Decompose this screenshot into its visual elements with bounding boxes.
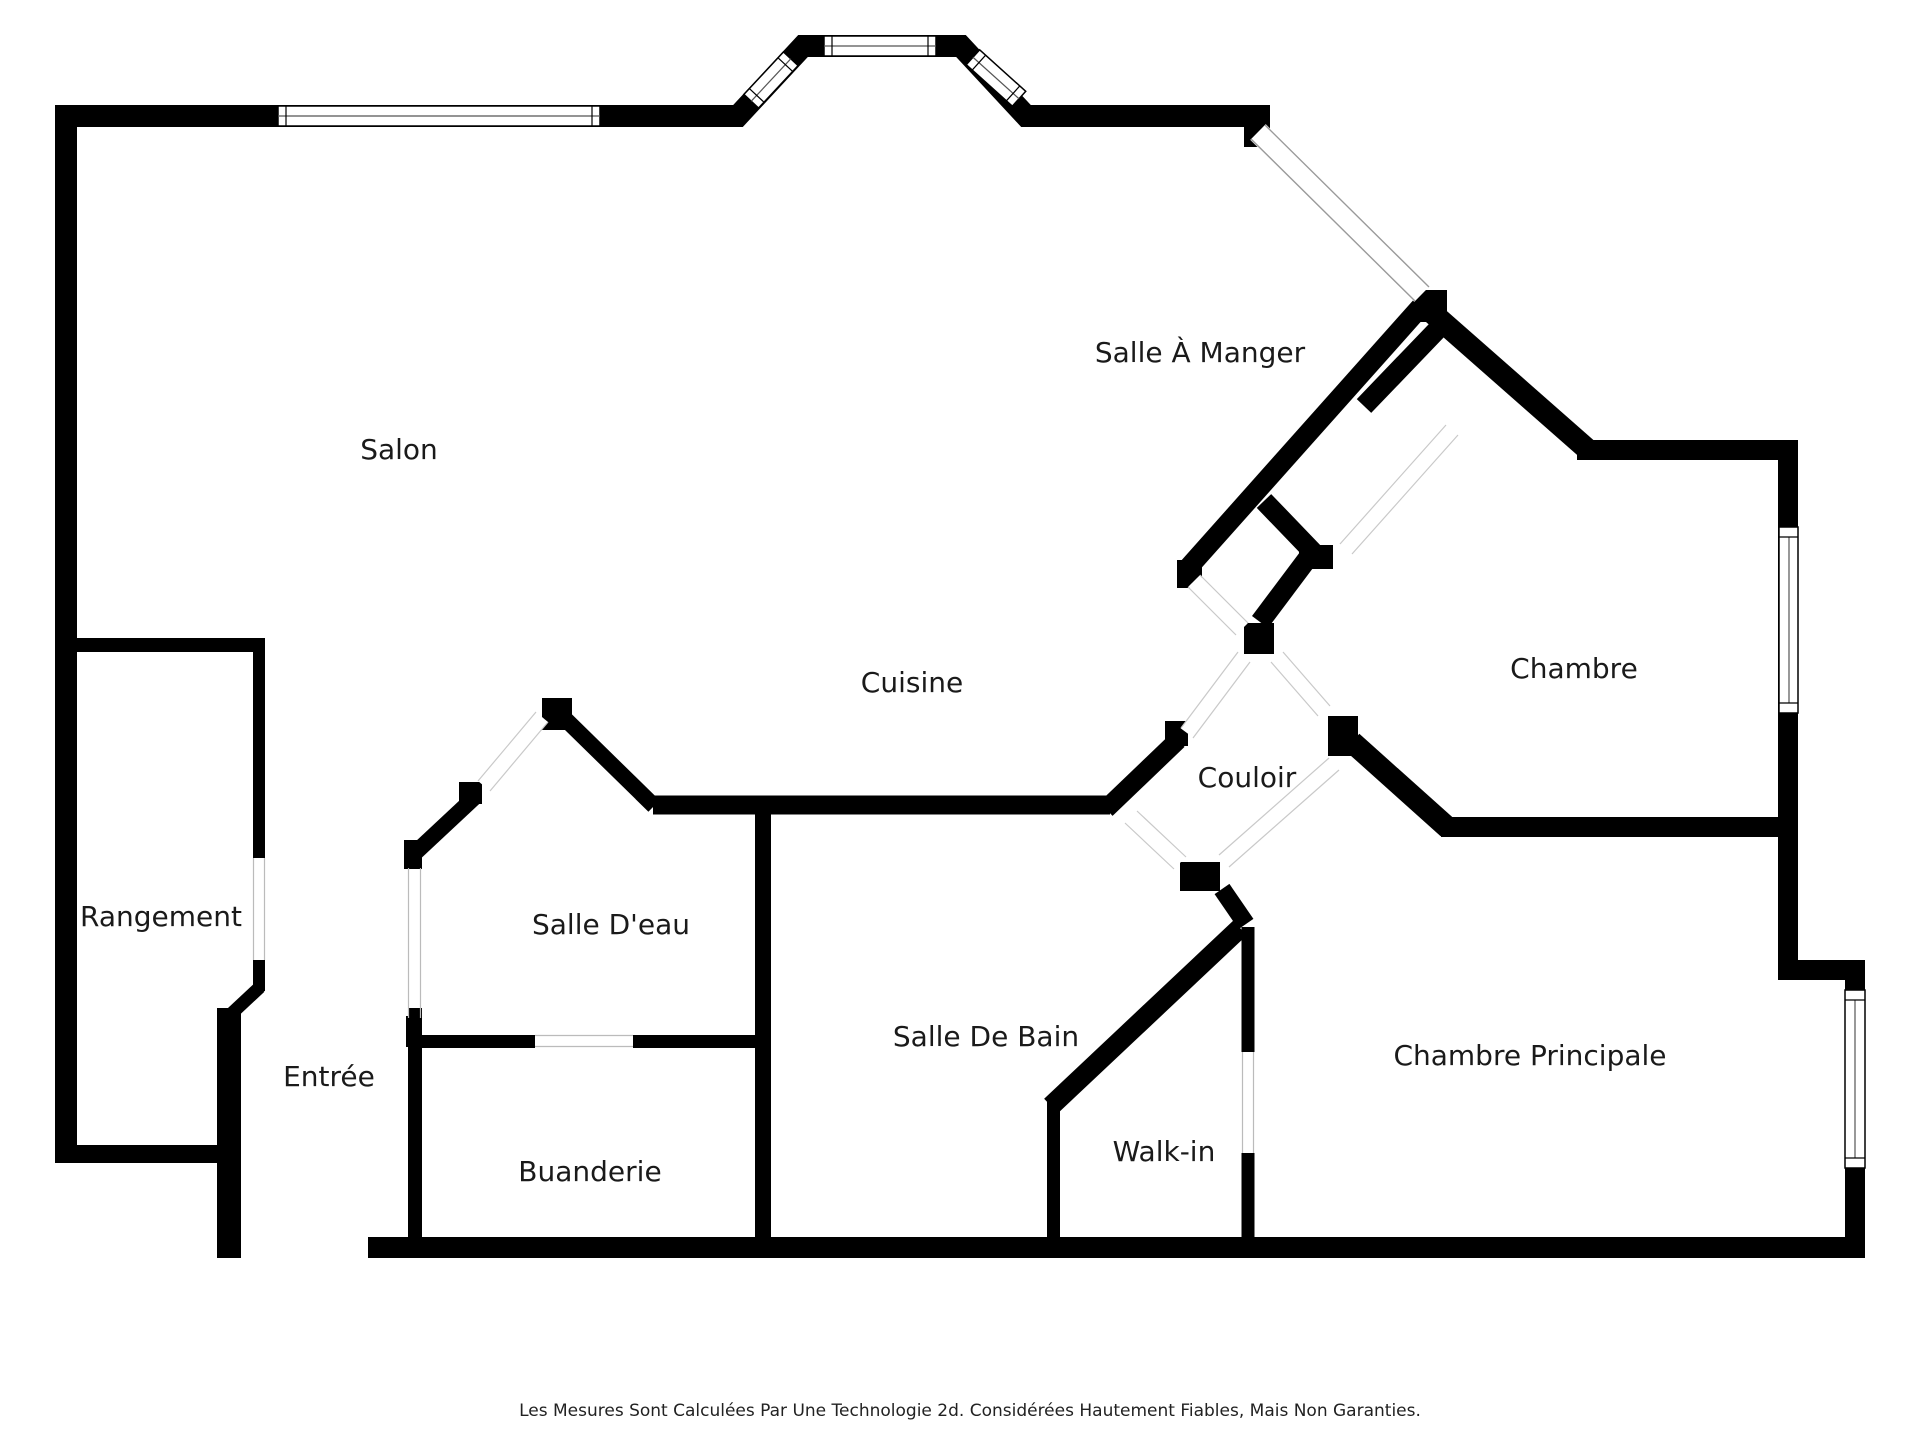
window-bay-top — [823, 35, 937, 57]
wall-closet-ne — [1256, 494, 1322, 560]
wall-walkin-corner-block — [1180, 862, 1220, 891]
wall-sam-long-diagonal — [1180, 295, 1433, 575]
wall-walkin-nw-diagonal — [1044, 920, 1247, 1114]
wall-cuisine-diagonal — [1099, 733, 1185, 816]
wall-couloir-hub-block — [1244, 623, 1274, 654]
windows — [277, 35, 1866, 1169]
window-chambre-principale — [1844, 989, 1866, 1169]
room-label-walk-in: Walk-in — [1113, 1135, 1216, 1168]
room-label-entree: Entrée — [283, 1060, 375, 1093]
wall-sde-left-diagonal — [409, 790, 482, 859]
room-labels: Salon Salle À Manger Chambre Cuisine Cou… — [80, 335, 1667, 1188]
openings — [252, 124, 1459, 1153]
room-label-salon: Salon — [360, 433, 438, 466]
wall-chambre-sw-diagonal — [1344, 733, 1456, 837]
footer-disclaimer: Les Mesures Sont Calculées Par Une Techn… — [519, 1401, 1421, 1421]
room-label-chambre-principale: Chambre Principale — [1393, 1039, 1666, 1072]
wall-outer-top-left — [55, 35, 1270, 1163]
wall-sde-left-diag-cap-bottom — [404, 840, 422, 869]
wall-chambre-corner-block — [1328, 716, 1358, 756]
wall-outer-diagonal-ne — [1421, 301, 1595, 458]
room-label-salle-a-manger: Salle À Manger — [1095, 335, 1306, 369]
room-label-cuisine: Cuisine — [861, 666, 963, 699]
room-label-buanderie: Buanderie — [518, 1155, 661, 1188]
wall-closet-top — [1356, 323, 1445, 413]
room-label-salle-deau: Salle D'eau — [532, 908, 690, 941]
window-bay-left — [742, 50, 800, 110]
wall-sde-right-diagonal — [548, 702, 660, 812]
wall-closet-se — [1252, 552, 1316, 628]
room-label-chambre: Chambre — [1510, 652, 1638, 685]
window-salon — [277, 105, 601, 127]
room-label-rangement: Rangement — [80, 900, 242, 933]
room-label-salle-de-bain: Salle De Bain — [893, 1020, 1079, 1053]
wall-sde-left-diag-cap-top — [459, 782, 482, 804]
wall-walkin-connector — [1214, 883, 1254, 930]
room-label-couloir: Couloir — [1198, 761, 1297, 794]
window-chambre — [1778, 526, 1799, 714]
window-bay-right — [965, 48, 1027, 108]
